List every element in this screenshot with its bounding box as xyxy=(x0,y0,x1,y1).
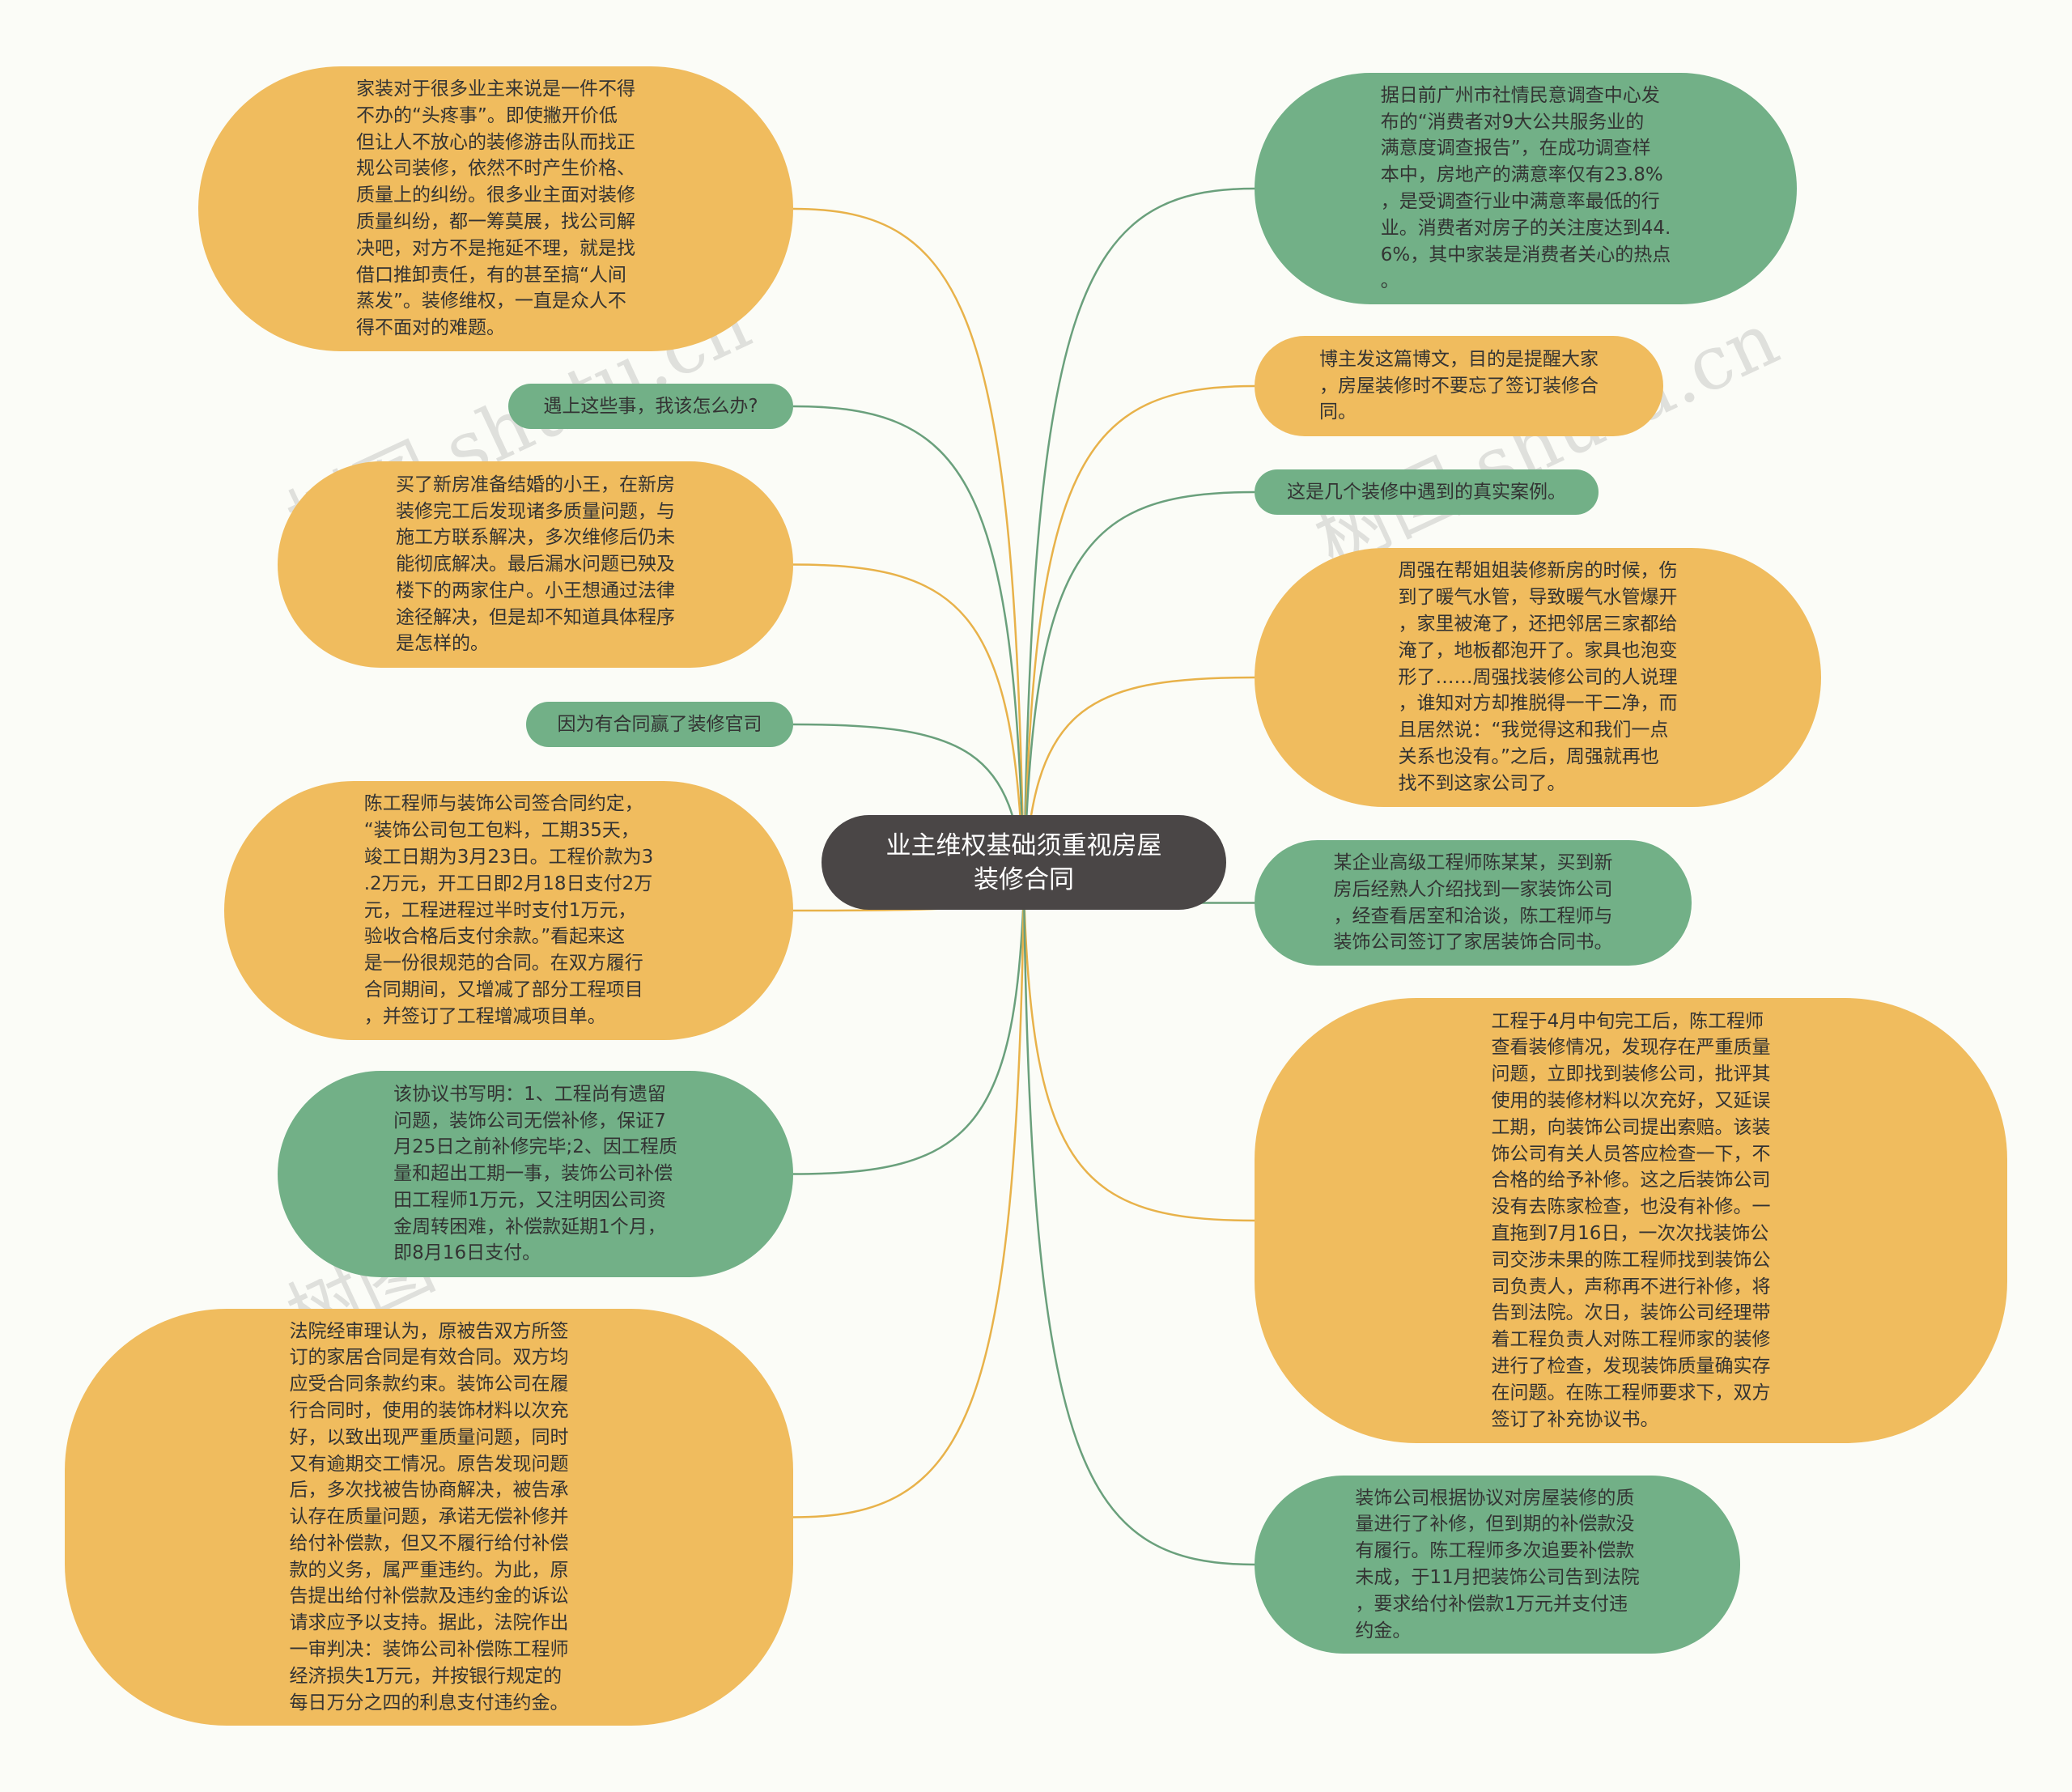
right-node-3[interactable]: 这是几个装修中遇到的真实案例。 xyxy=(1255,469,1599,515)
node-text: 遇上这些事，我该怎么办? xyxy=(543,395,758,417)
node-text: 这是几个装修中遇到的真实案例。 xyxy=(1287,481,1566,503)
connector-left-2 xyxy=(792,405,1025,891)
connector-right-2 xyxy=(1022,384,1255,891)
node-text: 买了新房准备结婚的小王，在新房 装修完工后发现诸多质量问题，与 施工方联系解决，… xyxy=(396,473,675,655)
node-text: 装饰公司根据协议对房屋装修的质 量进行了补修，但到期的补偿款没 有履行。陈工程师… xyxy=(1355,1487,1640,1641)
node-text: 某企业高级工程师陈某某，买到新 房后经熟人介绍找到一家装饰公司 ，经查看居室和洽… xyxy=(1333,851,1613,953)
connector-left-7 xyxy=(792,890,1025,1518)
connector-right-1 xyxy=(1022,187,1255,891)
right-node-6[interactable]: 工程于4月中旬完工后，陈工程师 查看装修情况，发现存在严重质量 问题，立即找到装… xyxy=(1255,998,2007,1443)
node-text: 因为有合同赢了装修官司 xyxy=(557,713,762,735)
connector-right-6 xyxy=(1022,890,1255,1222)
node-text: 该协议书写明：1、工程尚有遗留 问题，装饰公司无偿补修，保证7 月25日之前补修… xyxy=(393,1083,677,1264)
node-text: 陈工程师与装饰公司签合同约定， “装饰公司包工包料，工期35天， 竣工日期为3月… xyxy=(363,793,654,1027)
right-node-1[interactable]: 据日前广州市社情民意调查中心发 布的“消费者对9大公共服务业的 满意度调查报告”… xyxy=(1255,73,1797,304)
node-text: 工程于4月中旬完工后，陈工程师 查看装修情况，发现存在严重质量 问题，立即找到装… xyxy=(1491,1010,1771,1430)
node-text: 据日前广州市社情民意调查中心发 布的“消费者对9大公共服务业的 满意度调查报告”… xyxy=(1380,84,1671,292)
connector-left-1 xyxy=(792,207,1025,891)
node-text: 家装对于很多业主来说是一件不得 不办的“头疼事”。即使撇开价低 但让人不放心的装… xyxy=(356,79,635,339)
central-topic-label: 业主维权基础须重视房屋 装修合同 xyxy=(885,830,1162,894)
connector-left-3 xyxy=(792,563,1025,891)
right-node-5[interactable]: 某企业高级工程师陈某某，买到新 房后经熟人介绍找到一家装饰公司 ，经查看居室和洽… xyxy=(1255,840,1692,966)
node-text: 博主发这篇博文，目的是提醒大家 ，房屋装修时不要忘了签订装修合 同。 xyxy=(1319,348,1599,423)
node-text: 法院经审理认为，原被告双方所签 订的家居合同是有效合同。双方均 应受合同条款约束… xyxy=(289,1320,569,1713)
central-topic[interactable]: 业主维权基础须重视房屋 装修合同 xyxy=(822,815,1226,910)
connector-left-6 xyxy=(792,890,1025,1175)
right-node-2[interactable]: 博主发这篇博文，目的是提醒大家 ，房屋装修时不要忘了签订装修合 同。 xyxy=(1255,336,1663,436)
left-node-3[interactable]: 买了新房准备结婚的小王，在新房 装修完工后发现诸多质量问题，与 施工方联系解决，… xyxy=(278,461,793,668)
left-node-4[interactable]: 因为有合同赢了装修官司 xyxy=(526,702,793,747)
left-node-1[interactable]: 家装对于很多业主来说是一件不得 不办的“头疼事”。即使撇开价低 但让人不放心的装… xyxy=(198,66,793,351)
left-node-2[interactable]: 遇上这些事，我该怎么办? xyxy=(508,384,793,429)
right-node-7[interactable]: 装饰公司根据协议对房屋装修的质 量进行了补修，但到期的补偿款没 有履行。陈工程师… xyxy=(1255,1476,1740,1654)
left-node-5[interactable]: 陈工程师与装饰公司签合同约定， “装饰公司包工包料，工期35天， 竣工日期为3月… xyxy=(224,781,793,1040)
connector-right-3 xyxy=(1022,490,1255,891)
left-node-6[interactable]: 该协议书写明：1、工程尚有遗留 问题，装饰公司无偿补修，保证7 月25日之前补修… xyxy=(278,1071,793,1277)
left-node-7[interactable]: 法院经审理认为，原被告双方所签 订的家居合同是有效合同。双方均 应受合同条款约束… xyxy=(65,1309,793,1726)
node-text: 周强在帮姐姐装修新房的时候，伤 到了暖气水管，导致暖气水管爆开 ，家里被淹了，还… xyxy=(1398,560,1678,794)
connector-right-7 xyxy=(1022,890,1255,1566)
right-node-4[interactable]: 周强在帮姐姐装修新房的时候，伤 到了暖气水管，导致暖气水管爆开 ，家里被淹了，还… xyxy=(1255,548,1821,807)
